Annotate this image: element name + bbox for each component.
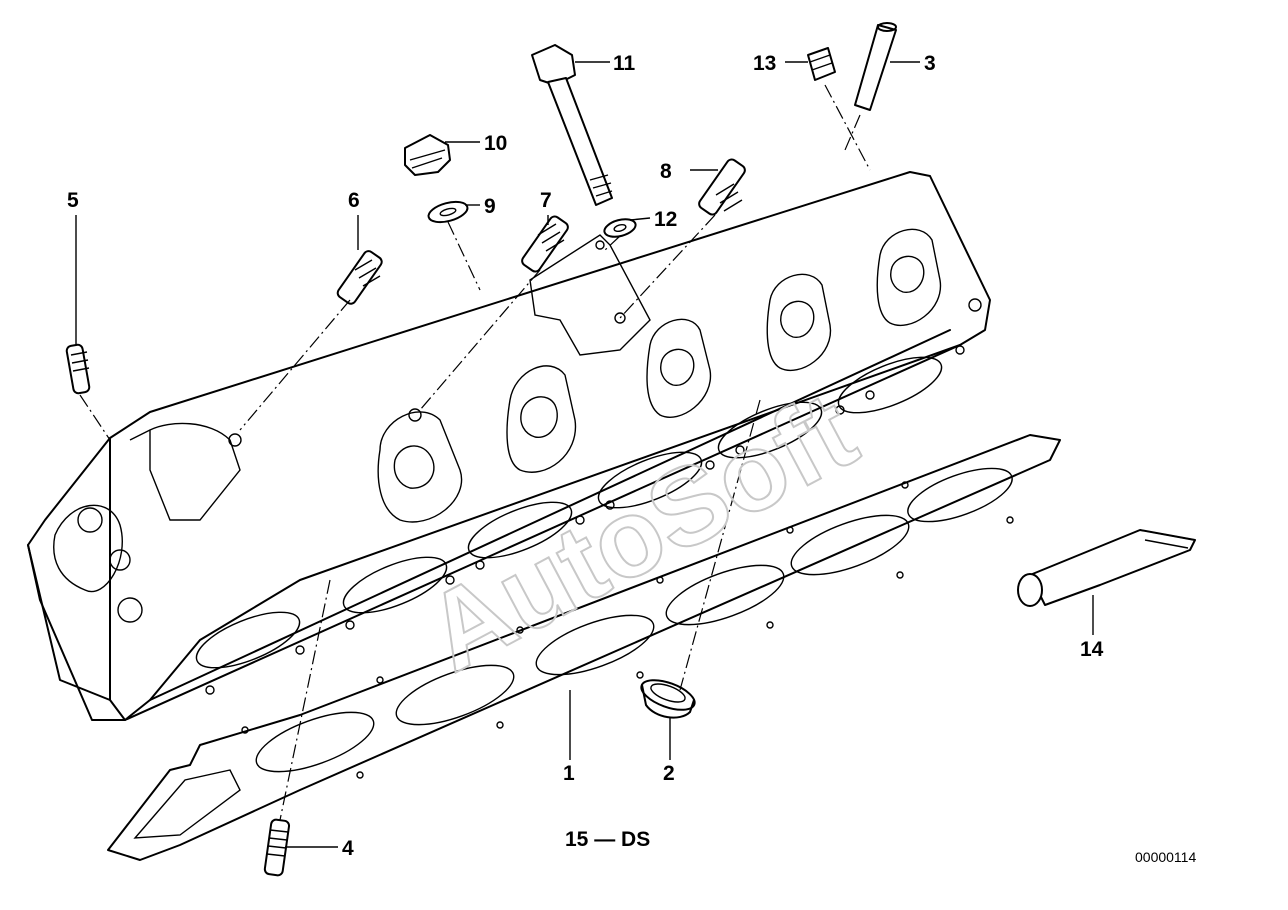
callout-7[interactable]: 7 [540, 189, 552, 212]
callout-2[interactable]: 2 [663, 762, 675, 785]
stud-6[interactable] [336, 249, 384, 306]
washer-12[interactable] [602, 216, 637, 240]
stud-8[interactable] [697, 158, 747, 217]
callout-5[interactable]: 5 [67, 189, 79, 212]
plug-10[interactable] [404, 134, 451, 176]
seal-ring[interactable] [638, 674, 699, 719]
stud-5[interactable] [65, 343, 91, 395]
callout-11[interactable]: 11 [613, 52, 636, 75]
callout-labels: 1 2 3 4 5 6 7 8 9 10 11 12 13 14 [67, 52, 1104, 860]
callout-8[interactable]: 8 [660, 160, 672, 183]
plug-13[interactable] [807, 47, 836, 81]
callout-13[interactable]: 13 [753, 52, 776, 75]
stud-7[interactable] [520, 215, 570, 274]
callout-6[interactable]: 6 [348, 189, 360, 212]
washer-9[interactable] [426, 198, 469, 226]
group-code: 15 — DS [565, 828, 650, 851]
assembly-axis-lines [79, 84, 871, 821]
callout-10[interactable]: 10 [484, 132, 507, 155]
callout-3[interactable]: 3 [924, 52, 936, 75]
sealant-tube-14[interactable] [1017, 529, 1196, 607]
head-gasket[interactable] [107, 434, 1061, 861]
cylinder-head[interactable] [27, 171, 991, 721]
bolt-11[interactable] [531, 44, 613, 206]
callout-14[interactable]: 14 [1080, 638, 1104, 661]
callout-1[interactable]: 1 [563, 762, 575, 785]
callout-12[interactable]: 12 [654, 208, 677, 231]
callout-4[interactable]: 4 [342, 837, 354, 860]
callout-leaders [75, 61, 1094, 848]
drawing-id: 00000114 [1135, 849, 1196, 865]
guide-3[interactable] [854, 22, 897, 111]
callout-9[interactable]: 9 [484, 195, 496, 218]
stud-4[interactable] [263, 818, 291, 877]
